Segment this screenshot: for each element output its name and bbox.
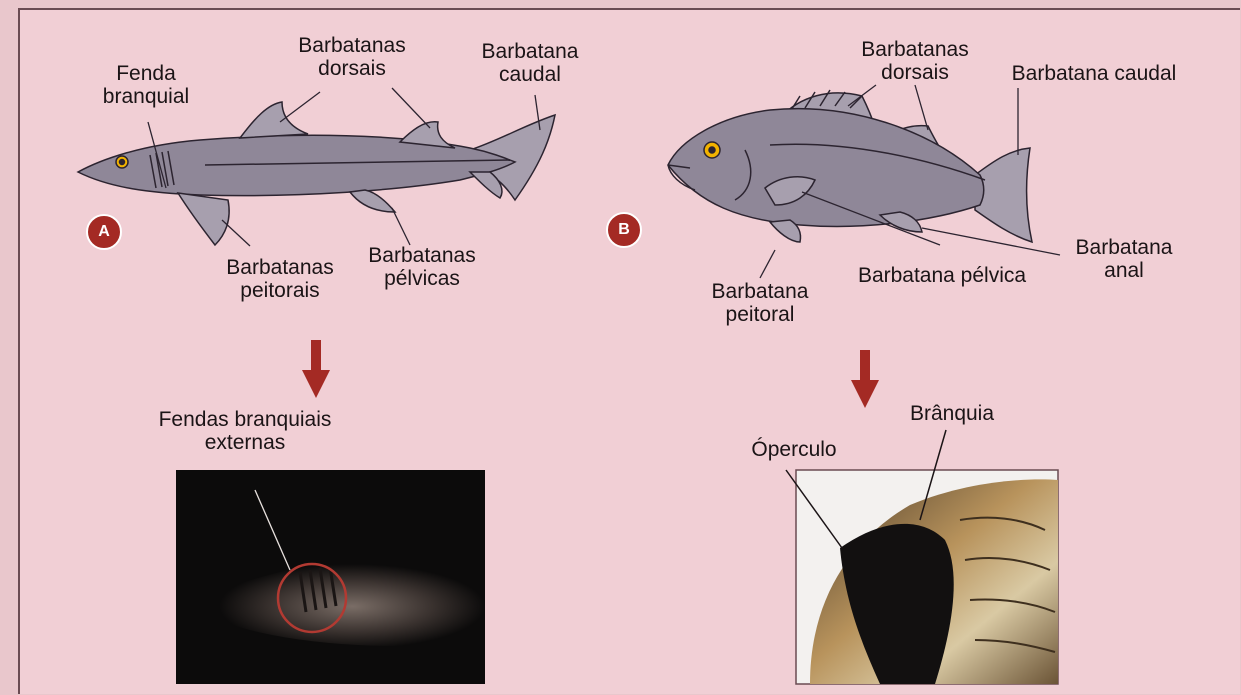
panel-a-badge: A — [86, 214, 122, 250]
arrow-b — [851, 350, 879, 408]
label-barbatana-pelvica: Barbatana pélvica — [840, 264, 1044, 287]
label-barbatanas-peitorais: Barbatanas peitorais — [210, 256, 350, 302]
perch-illustration — [668, 90, 1032, 242]
arrow-a — [302, 340, 330, 398]
label-barbatanas-pelvicas: Barbatanas pélvicas — [352, 244, 492, 290]
label-barbatana-anal: Barbatana anal — [1056, 236, 1192, 282]
perch-photo — [786, 430, 1058, 684]
label-a-barbatana-caudal: Barbatana caudal — [462, 40, 598, 86]
label-fenda-branquial: Fenda branquial — [88, 62, 204, 108]
label-barbatana-peitoral: Barbatana peitoral — [692, 280, 828, 326]
label-fendas-branquiais-externas: Fendas branquiais externas — [140, 408, 350, 454]
label-branquia: Brânquia — [892, 402, 1012, 425]
label-b-barbatana-caudal: Barbatana caudal — [992, 62, 1196, 85]
shark-illustration — [78, 102, 555, 245]
shark-photo — [176, 470, 485, 684]
panel-b-badge: B — [606, 212, 642, 248]
label-operculo: Óperculo — [736, 438, 852, 461]
label-a-barbatanas-dorsais: Barbatanas dorsais — [282, 34, 422, 80]
label-b-barbatanas-dorsais: Barbatanas dorsais — [845, 38, 985, 84]
